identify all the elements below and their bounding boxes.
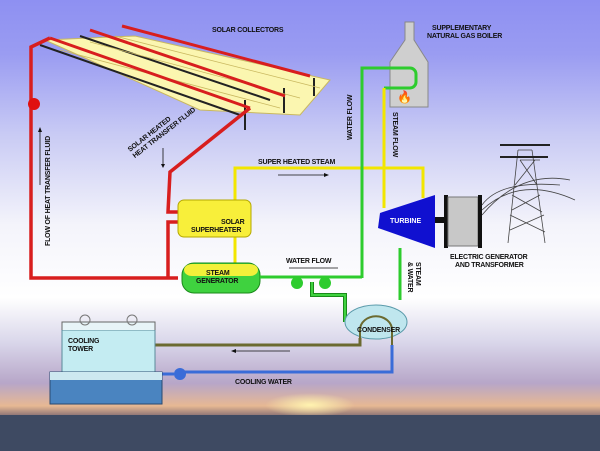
- superheater-label-2: SUPERHEATER: [191, 227, 241, 234]
- generator-label-1: ELECTRIC GENERATOR: [450, 254, 528, 261]
- cooling-pump-icon: [174, 368, 186, 380]
- water-to-boiler-pipe: [360, 66, 418, 278]
- condenser-label: CONDENSER: [357, 327, 400, 334]
- cooling-tower-label-2: TOWER: [68, 346, 93, 353]
- water-flow-label: WATER FLOW: [286, 258, 332, 265]
- super-heated-steam-label: SUPER HEATED STEAM: [258, 159, 336, 166]
- steam-water-label-1: STEAM: [414, 262, 421, 286]
- turbine: [378, 195, 435, 248]
- turbine-label: TURBINE: [390, 218, 421, 225]
- cooling-water-label: COOLING WATER: [235, 379, 292, 386]
- solar-collectors: [39, 24, 331, 130]
- flow-htf-label: FLOW OF HEAT TRANSFER FLUID: [45, 136, 52, 246]
- steam-generator-label-2: GENERATOR: [196, 278, 238, 285]
- sunset: [265, 393, 355, 417]
- steam-water-label-2: & WATER: [406, 262, 413, 293]
- steam-generator-label-1: STEAM: [206, 270, 230, 277]
- superheater-label-1: SOLAR: [221, 219, 245, 226]
- condensate-pipe: [311, 282, 346, 322]
- boiler-label-1: SUPPLEMENTARY: [432, 25, 492, 32]
- return-water-pipe: [155, 338, 362, 347]
- steam-flow-label: STEAM FLOW: [391, 112, 398, 158]
- flame-icon: 🔥: [397, 90, 412, 104]
- solar-superheater: [177, 199, 252, 238]
- water-flow-up-label: WATER FLOW: [347, 94, 354, 140]
- generator-label-2: AND TRANSFORMER: [455, 262, 524, 269]
- water-pump-icon-2: [319, 277, 331, 289]
- transmission-tower-icon: [481, 144, 576, 244]
- electric-generator: [447, 196, 479, 247]
- htf-pump-icon: [28, 98, 40, 110]
- water-pump-icon-1: [291, 277, 303, 289]
- super-heated-steam-pipe: [233, 166, 425, 202]
- ground: [0, 415, 600, 451]
- natural-gas-boiler: 🔥: [389, 21, 429, 108]
- htf-return-pipe: [29, 36, 178, 280]
- boiler-label-2: NATURAL GAS BOILER: [427, 33, 502, 40]
- cooling-tower: [49, 314, 163, 405]
- solar-collectors-label: SOLAR COLLECTORS: [212, 27, 284, 34]
- cooling-water-pipe: [185, 345, 394, 374]
- turbine-shaft: [435, 217, 447, 223]
- cooling-tower-label-1: COOLING: [68, 338, 100, 345]
